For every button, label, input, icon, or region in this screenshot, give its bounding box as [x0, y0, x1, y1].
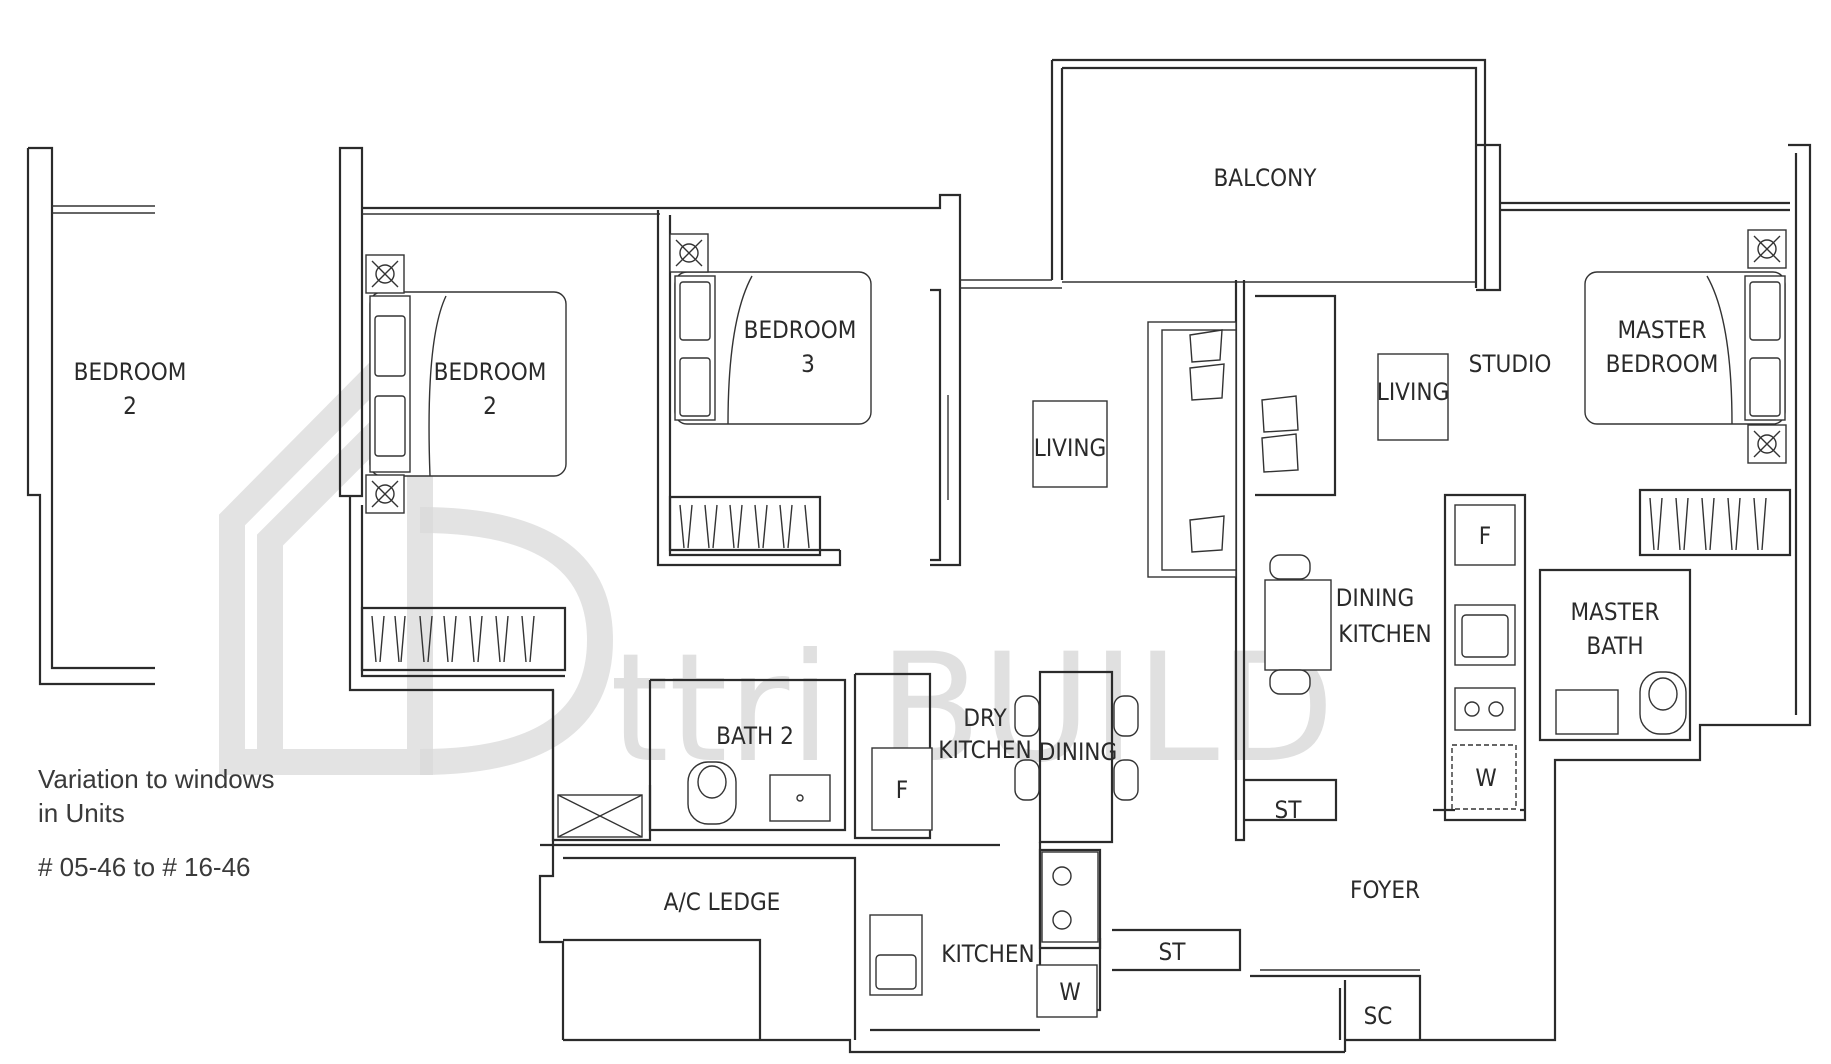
- room-label-bedroom2-variation-num: 2: [123, 392, 137, 420]
- interior-walls: [360, 280, 1792, 1040]
- room-label-foyer: FOYER: [1350, 876, 1420, 904]
- appliance-label-fridge-studio: F: [1479, 522, 1491, 550]
- room-label-living: LIVING: [1034, 434, 1106, 462]
- room-label-bedroom3: BEDROOM: [744, 316, 857, 344]
- room-label-shelter: SC: [1364, 1002, 1393, 1030]
- room-label-studio: STUDIO: [1469, 350, 1552, 378]
- room-label-dry-kitchen: DRY: [963, 704, 1007, 732]
- appliance-label-washer: W: [1059, 978, 1080, 1006]
- room-label-store-main: ST: [1159, 938, 1187, 966]
- room-label-store-studio: ST: [1275, 796, 1303, 824]
- room-label-dining-kitchen-2: KITCHEN: [1338, 620, 1431, 648]
- room-label-kitchen: KITCHEN: [941, 940, 1034, 968]
- room-label-studio-living: LIVING: [1377, 378, 1449, 406]
- variation-bedroom: BEDROOM 2: [26, 146, 187, 686]
- room-label-bedroom3-num: 3: [801, 350, 815, 378]
- room-label-bedroom2: BEDROOM: [434, 358, 547, 386]
- room-label-balcony: BALCONY: [1213, 164, 1317, 192]
- variation-note: Variation to windows in Units: [38, 764, 275, 828]
- room-label-ac-ledge: A/C LEDGE: [664, 888, 781, 916]
- room-label-master-bath: MASTER: [1571, 598, 1660, 626]
- room-label-bedroom2-num: 2: [483, 392, 497, 420]
- appliance-label-washer-studio: W: [1475, 764, 1496, 792]
- appliance-label-fridge: F: [896, 776, 908, 804]
- outer-walls: [338, 58, 1812, 1054]
- room-label-dining-kitchen: DINING: [1336, 584, 1414, 612]
- room-labels: BEDROOM 2 BEDROOM 3 BALCONY LIVING LIVIN…: [434, 164, 1719, 1030]
- watermark-text: ttri BUILD: [610, 622, 1335, 796]
- room-label-master-bedroom: MASTER: [1618, 316, 1707, 344]
- room-label-bath2: BATH 2: [716, 722, 794, 750]
- watermark: ttri BUILD: [219, 298, 1335, 796]
- room-label-bedroom2-variation: BEDROOM: [74, 358, 187, 386]
- furniture: [365, 229, 1787, 1018]
- room-label-master-bath-2: BATH: [1586, 632, 1643, 660]
- variation-units: # 05-46 to # 16-46: [38, 852, 251, 882]
- room-label-dining: DINING: [1039, 738, 1117, 766]
- room-label-master-bedroom-2: BEDROOM: [1606, 350, 1719, 378]
- room-label-dry-kitchen-2: KITCHEN: [938, 736, 1031, 764]
